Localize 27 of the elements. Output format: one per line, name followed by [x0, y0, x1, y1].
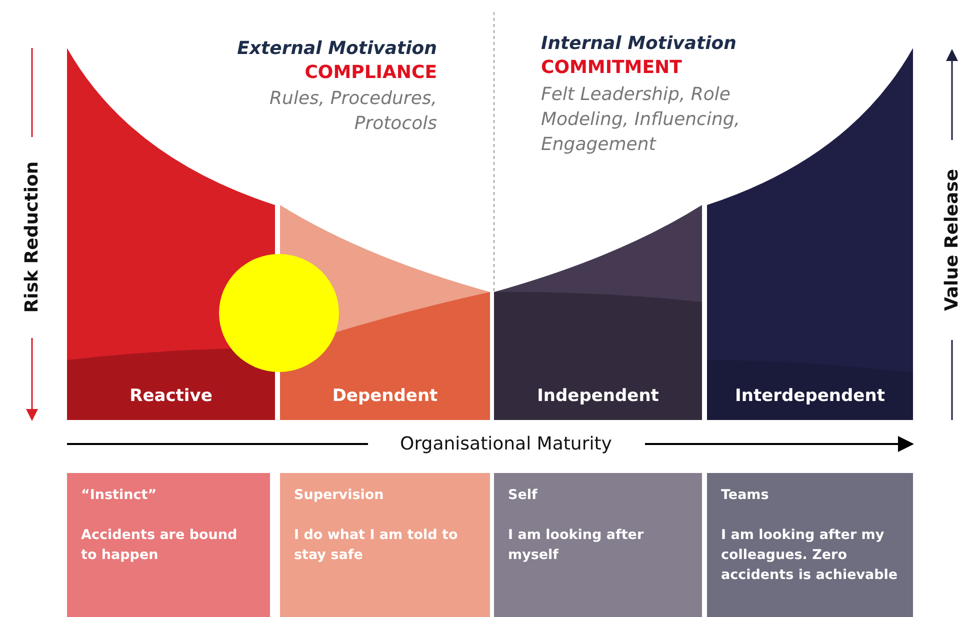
stage-label: Dependent — [331, 386, 439, 406]
axis-label: Value Release — [942, 168, 961, 312]
card-text: I am looking after my colleagues. Zero accidents is achievable — [721, 526, 899, 585]
card-text: Accidents are bound to happen — [81, 526, 238, 565]
stage-label: Reactive — [128, 386, 214, 406]
card-heading: “Instinct” — [81, 486, 158, 505]
description-card — [67, 473, 270, 617]
card-text: I do what I am told to stay safe — [294, 526, 459, 565]
motivation-title: COMPLIANCE — [304, 61, 437, 85]
description-card — [494, 473, 702, 617]
motivation-text: Felt Leadership, Role Modeling, Influencing, Engagement — [541, 83, 742, 157]
description-card — [280, 473, 490, 617]
axis-label: Risk Reduction — [22, 161, 42, 313]
stage-area — [494, 205, 702, 420]
stage-label: Independent — [536, 386, 660, 406]
stage-label: Interdependent — [734, 386, 886, 406]
description-card — [707, 473, 913, 617]
card-heading: Supervision — [294, 486, 385, 505]
card-text: I am looking after myself — [508, 526, 645, 565]
motivation-heading: Internal Motivation — [541, 32, 736, 56]
card-heading: Self — [508, 486, 538, 505]
motivation-title: COMMITMENT — [541, 56, 682, 80]
motivation-heading: External Motivation — [237, 37, 437, 61]
motivation-text: Rules, Procedures, Protocols — [268, 87, 437, 136]
marker-dot — [219, 254, 339, 372]
card-heading: Teams — [721, 486, 770, 505]
axis-label: Organisational Maturity — [400, 434, 612, 454]
